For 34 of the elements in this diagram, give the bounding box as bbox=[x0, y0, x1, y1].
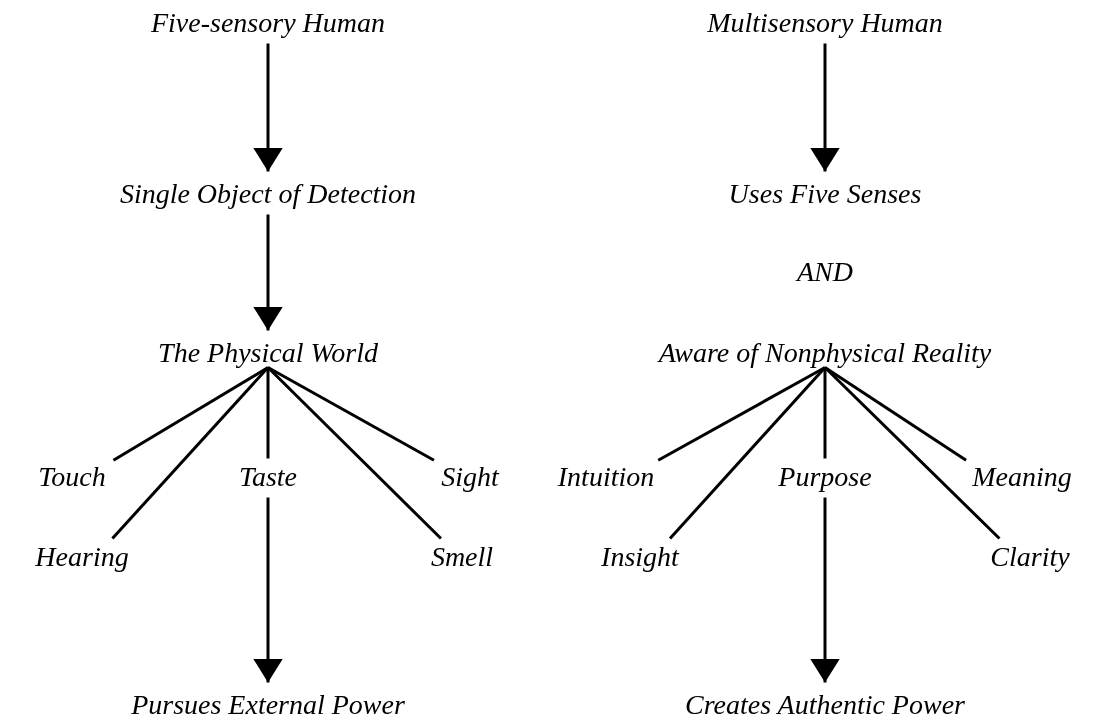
node-label: Meaning bbox=[968, 458, 1076, 494]
arrow bbox=[253, 43, 283, 172]
node-label: Five-sensory Human bbox=[146, 4, 390, 40]
node-label: Uses Five Senses bbox=[724, 175, 926, 211]
node-label: Pursues External Power bbox=[127, 686, 409, 722]
connector-line bbox=[668, 366, 827, 540]
connector-line bbox=[823, 367, 827, 459]
conjunction-text: AND bbox=[797, 255, 853, 289]
node-label: Sight bbox=[437, 458, 503, 494]
connector-line bbox=[112, 366, 269, 462]
node-label: Intuition bbox=[553, 458, 659, 494]
node-label: Multisensory Human bbox=[703, 4, 947, 40]
node-label: Insight bbox=[597, 538, 683, 574]
connector-line bbox=[266, 366, 442, 540]
connector-line bbox=[824, 366, 967, 462]
node-label: Aware of Nonphysical Reality bbox=[654, 334, 996, 370]
node-label: Taste bbox=[234, 458, 302, 494]
connector-line bbox=[823, 366, 1001, 540]
node-label: Single Object of Detection bbox=[115, 175, 421, 211]
arrow bbox=[810, 497, 840, 683]
node-label: Clarity bbox=[986, 538, 1074, 574]
arrow bbox=[253, 214, 283, 331]
node-label: The Physical World bbox=[154, 334, 382, 370]
node-label: Creates Authentic Power bbox=[681, 686, 969, 722]
node-label: Purpose bbox=[774, 458, 876, 494]
connector-line bbox=[111, 366, 270, 540]
connector-line bbox=[267, 366, 435, 462]
node-label: Smell bbox=[426, 538, 498, 574]
arrow bbox=[810, 43, 840, 172]
arrow bbox=[253, 497, 283, 683]
node-label: Hearing bbox=[31, 538, 133, 574]
connector-line bbox=[657, 366, 826, 462]
connector-line bbox=[266, 367, 270, 459]
node-label: Touch bbox=[34, 458, 110, 494]
